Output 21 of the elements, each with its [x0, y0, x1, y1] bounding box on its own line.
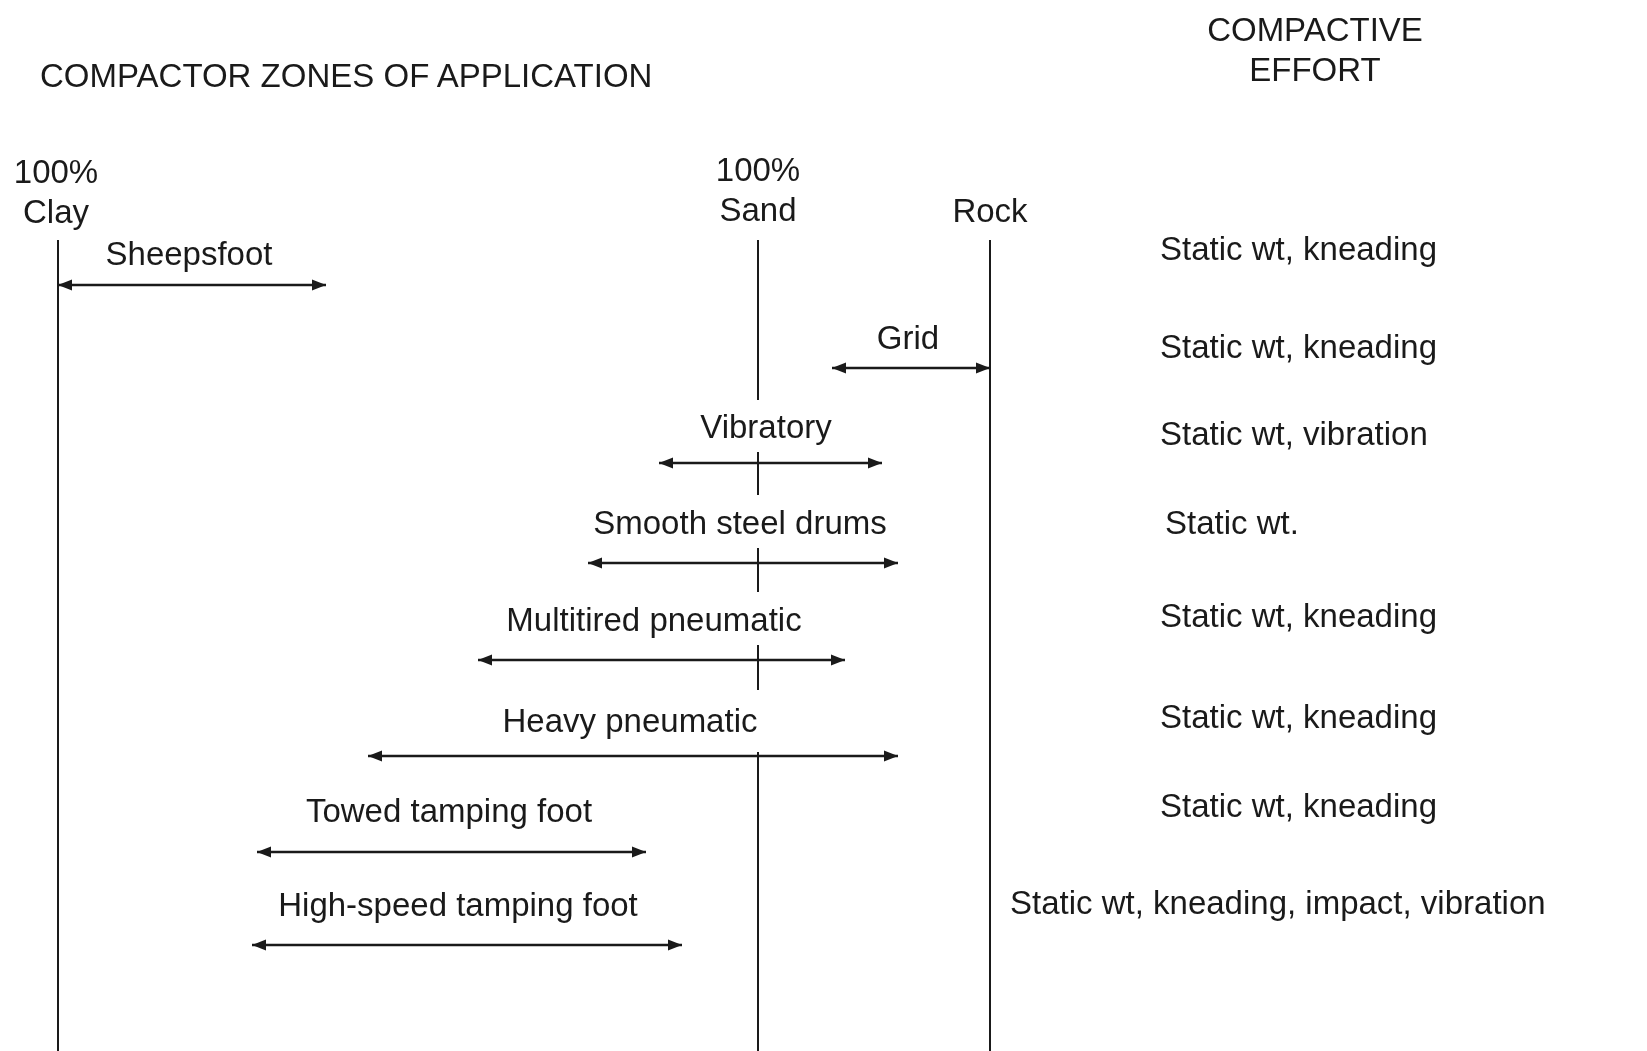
soil-axis-label: Rock [952, 191, 1028, 231]
compactive-effort-label: Static wt, vibration [1160, 414, 1428, 454]
compactive-effort-label: Static wt, kneading [1160, 596, 1437, 636]
compactive-effort-label: Static wt. [1165, 503, 1299, 543]
compactive-effort-label: Static wt, kneading [1160, 786, 1437, 826]
compactive-effort-label: Static wt, kneading [1160, 327, 1437, 367]
compactor-type-label: High-speed tamping foot [278, 885, 638, 925]
soil-axis-label: 100% Sand [715, 150, 801, 230]
compactor-type-label: Smooth steel drums [593, 503, 887, 543]
chart-title: COMPACTOR ZONES OF APPLICATION [40, 56, 653, 96]
soil-axis-label: 100% Clay [13, 152, 99, 232]
compactor-type-label: Sheepsfoot [105, 234, 273, 274]
compactor-type-label: Heavy pneumatic [502, 701, 758, 741]
compactor-type-label: Grid [876, 318, 940, 358]
compactor-type-label: Vibratory [700, 407, 832, 447]
compactive-effort-label: Static wt, kneading, impact, vibration [1010, 883, 1546, 923]
column-heading: COMPACTIVE EFFORT [1207, 10, 1423, 90]
compactor-type-label: Multitired pneumatic [506, 600, 802, 640]
compactive-effort-label: Static wt, kneading [1160, 697, 1437, 737]
compactive-effort-label: Static wt, kneading [1160, 229, 1437, 269]
compactor-type-label: Towed tamping foot [305, 791, 593, 831]
